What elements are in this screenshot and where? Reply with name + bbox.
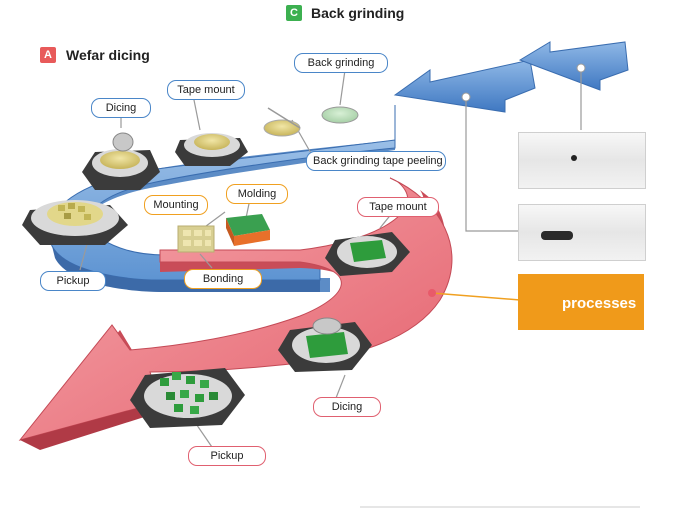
grinding-photo-bottom: [518, 204, 646, 261]
section-a-title: Wefar dicing: [66, 47, 150, 63]
connector-lines: [79, 68, 582, 451]
section-c-badge: C: [286, 5, 302, 21]
station-pickup-red: [130, 368, 245, 428]
station-tape-mount-red: [325, 232, 410, 276]
label-tape-mount-top: Tape mount: [167, 80, 245, 100]
station-molding: [226, 214, 270, 246]
label-tape-mount-red: Tape mount: [357, 197, 439, 217]
station-tape-mount-top: [175, 133, 248, 166]
station-dicing-red: [278, 317, 372, 372]
station-back-grinding: [321, 106, 359, 124]
label-dicing-top: Dicing: [91, 98, 151, 118]
section-a-badge: A: [40, 47, 56, 63]
label-mounting: Mounting: [144, 195, 208, 215]
label-pickup-top: Pickup: [40, 271, 106, 291]
label-pickup-red: Pickup: [188, 446, 266, 466]
processes-callout-text: processes: [562, 295, 637, 312]
station-dicing-top: [82, 132, 160, 190]
grinding-photo-top: [518, 132, 646, 189]
label-dicing-red: Dicing: [313, 397, 381, 417]
label-back-grinding-tape-peeling: Back grinding tape peeling: [306, 151, 446, 171]
back-grinding-arrows: [393, 41, 629, 113]
station-back-grinding-peel: [263, 107, 301, 137]
processes-callout: [518, 274, 644, 330]
section-c-title: Back grinding: [311, 5, 405, 21]
label-back-grinding: Back grinding: [294, 53, 388, 73]
label-molding: Molding: [226, 184, 288, 204]
station-pickup-top: [22, 200, 128, 245]
label-bonding: Bonding: [184, 269, 262, 289]
station-mounting: [177, 225, 215, 253]
